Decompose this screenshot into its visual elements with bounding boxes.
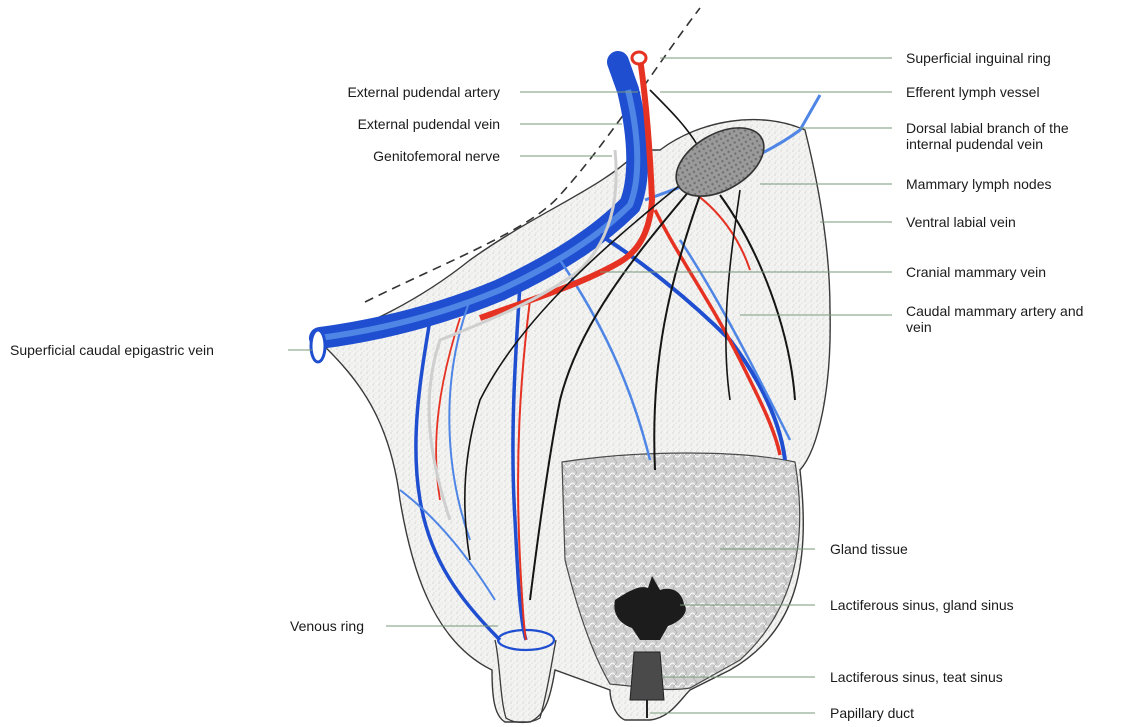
label-external-pudendal-vein: External pudendal vein: [358, 116, 500, 132]
label-superficial-caudal-epigastric-vein: Superficial caudal epigastric vein: [10, 342, 214, 358]
label-dorsal-labial-branch-line1: Dorsal labial branch of the: [906, 120, 1069, 136]
label-caudal-mammary-line1: Caudal mammary artery and: [906, 303, 1083, 319]
vein-cut-end: [311, 330, 325, 362]
teat-sinus: [630, 652, 664, 700]
label-efferent-lymph-vessel: Efferent lymph vessel: [906, 84, 1040, 100]
label-external-pudendal-artery: External pudendal artery: [347, 84, 500, 100]
label-genitofemoral-nerve: Genitofemoral nerve: [373, 148, 500, 164]
label-cranial-mammary-vein: Cranial mammary vein: [906, 264, 1046, 280]
label-caudal-mammary-line2: vein: [906, 319, 932, 335]
gland-cut-surface: [562, 453, 800, 690]
label-dorsal-labial-branch-line2: internal pudendal vein: [906, 136, 1043, 152]
label-superficial-inguinal-ring: Superficial inguinal ring: [906, 50, 1051, 66]
label-papillary-duct: Papillary duct: [830, 705, 914, 721]
label-ventral-labial-vein: Ventral labial vein: [906, 214, 1016, 230]
label-lactiferous-sinus-teat: Lactiferous sinus, teat sinus: [830, 669, 1003, 685]
artery-cut-end: [632, 52, 646, 64]
label-mammary-lymph-nodes: Mammary lymph nodes: [906, 176, 1052, 192]
label-lactiferous-sinus-gland: Lactiferous sinus, gland sinus: [830, 597, 1014, 613]
label-gland-tissue: Gland tissue: [830, 541, 908, 557]
label-venous-ring: Venous ring: [290, 618, 364, 634]
